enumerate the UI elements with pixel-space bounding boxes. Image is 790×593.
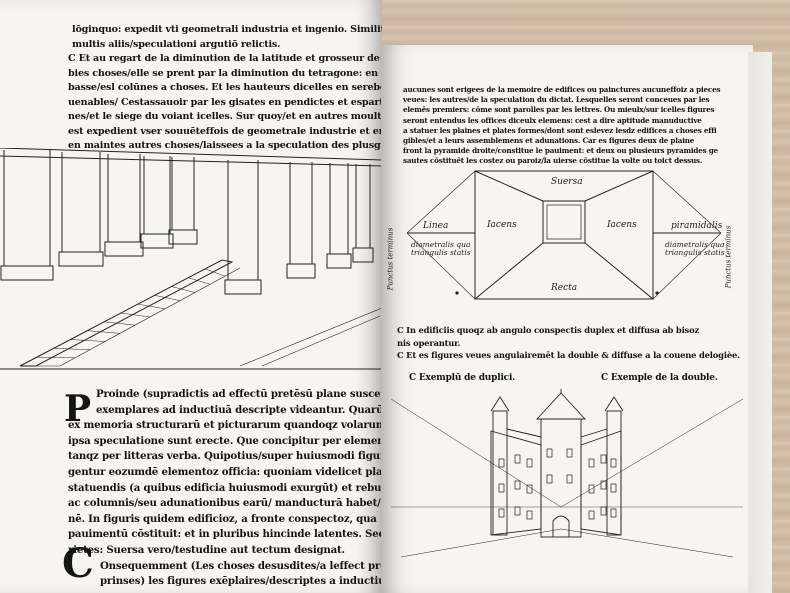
window bbox=[526, 458, 533, 468]
paving-line bbox=[53, 348, 91, 350]
label-iacens-left: Iacens bbox=[487, 220, 517, 230]
text-line: nes/et le siege du voiant icelles. Sur q… bbox=[68, 111, 382, 122]
label-punctus-right: Punctus terminus bbox=[724, 225, 733, 289]
text-line: C In edificiis quoqz ab angulo conspecti… bbox=[397, 325, 700, 335]
label-diametralis-left: diametralis qua triangulis statis bbox=[411, 240, 471, 257]
paving-line bbox=[171, 286, 196, 293]
text-line: prinses) les figures exēplaires/descript… bbox=[100, 575, 382, 588]
column bbox=[352, 164, 374, 263]
paving-line bbox=[104, 321, 136, 326]
castle-illustration bbox=[390, 389, 744, 558]
window bbox=[514, 454, 521, 464]
window bbox=[514, 506, 521, 516]
text-line: gentur eozumdē elementoz officia: quonia… bbox=[68, 466, 382, 478]
text-line: rietes: Suersa vero/testudine aut tectum… bbox=[68, 544, 345, 556]
column bbox=[0, 150, 54, 281]
text-line: C Et es figures veues angulairemēt la do… bbox=[397, 350, 740, 360]
caption-exemple: C Exemple de la double. bbox=[601, 373, 718, 383]
page-edges bbox=[748, 52, 772, 593]
text-line: en maintes autres choses/laissees a la s… bbox=[68, 140, 382, 151]
text-line: basse/esl colūnes a choses. Et les haute… bbox=[68, 82, 382, 93]
text-line: ac columnis/seu adunationibus earū/ mand… bbox=[68, 497, 382, 510]
text-line: lōginquo: expedit vti geometrali industr… bbox=[72, 24, 382, 35]
text-line: aucunes sont erigees de la memoire de ed… bbox=[403, 85, 721, 94]
text-line: ipsa speculatione sunt erecte. Que conci… bbox=[68, 434, 382, 447]
label-iacens-right: Iacens bbox=[607, 220, 637, 230]
text-line: bies choses/elle se prent par la diminut… bbox=[68, 67, 382, 79]
text-line: sautes cōstituēt les costez ou paroiz/la… bbox=[403, 156, 703, 166]
text-line: tanqz per litteras verba. Quipotius/supe… bbox=[68, 450, 382, 463]
text-line: est expedient vser souuēteffois de geome… bbox=[68, 125, 382, 137]
window bbox=[588, 458, 595, 468]
window bbox=[546, 448, 553, 458]
label-diametralis-right: diametralis qua triangulis statis bbox=[665, 240, 725, 257]
text-line: Proinde (supradictis ad effectū pretēsū … bbox=[96, 388, 382, 400]
caption-exemplum: C Exemplū de duplici. bbox=[409, 373, 516, 383]
label-suersa: Suersa bbox=[551, 177, 583, 187]
column bbox=[168, 157, 198, 245]
drop-cap-c: C bbox=[62, 540, 94, 587]
paving-line bbox=[188, 277, 211, 285]
window bbox=[566, 448, 573, 458]
text-line: gibles/et a leurs assemblemens et adunat… bbox=[403, 136, 695, 145]
window bbox=[588, 484, 595, 494]
paving-line bbox=[137, 303, 166, 310]
label-punctus-left: Punctus terminus bbox=[386, 227, 395, 291]
text-line: multis aliis/speculationi argutiō relict… bbox=[72, 38, 281, 50]
paving-line bbox=[120, 312, 151, 318]
pyramid-diagram bbox=[406, 170, 722, 300]
window bbox=[588, 510, 595, 520]
paving-line bbox=[205, 268, 226, 277]
label-piramidalis: piramidalis bbox=[671, 221, 723, 231]
right-page: aucunes sont erigees de la memoire de ed… bbox=[381, 45, 753, 593]
text-line: statuendis (a quibus edificia huiusmodi … bbox=[68, 481, 382, 494]
window bbox=[498, 508, 505, 518]
text-line: seront entendus les offices diceulx elem… bbox=[403, 115, 702, 125]
left-page: lōginquo: expedit vti geometrali industr… bbox=[0, 0, 382, 593]
column bbox=[326, 163, 352, 269]
window bbox=[600, 506, 607, 516]
paving-line bbox=[36, 356, 76, 359]
column bbox=[58, 152, 104, 267]
text-line: C Et au regart de la diminution de la la… bbox=[68, 53, 382, 64]
paving-line bbox=[87, 330, 121, 334]
text-line: front la pyramide droite/constitue le pa… bbox=[403, 146, 718, 156]
text-line: elemēs premiers: cōme sont parolles par … bbox=[403, 105, 715, 115]
paving-line bbox=[70, 339, 106, 342]
text-line: uenables/ Cestassauoir par les gisates e… bbox=[68, 96, 382, 108]
window bbox=[610, 508, 617, 518]
text-line: nis operantur. bbox=[397, 337, 461, 348]
drop-cap-p: P bbox=[64, 388, 91, 430]
text-line: ex memoria structurarū et picturarum qua… bbox=[68, 419, 382, 432]
window bbox=[526, 484, 533, 494]
text-line: veues: les autres/de la speculation du d… bbox=[403, 95, 710, 105]
window bbox=[610, 458, 617, 468]
colonnade-illustration bbox=[0, 148, 382, 370]
window bbox=[514, 480, 521, 490]
window bbox=[600, 480, 607, 490]
text-line: Onsequemment (Les choses desusdites/a le… bbox=[100, 559, 382, 572]
column bbox=[286, 162, 316, 279]
window bbox=[546, 474, 553, 484]
window bbox=[566, 474, 573, 484]
window bbox=[600, 454, 607, 464]
text-line: a statuer les plaines et plates formes/d… bbox=[403, 125, 717, 135]
window bbox=[498, 483, 505, 493]
window bbox=[526, 510, 533, 520]
column bbox=[104, 154, 144, 257]
text-line: exemplares ad inductiuā descripte videan… bbox=[96, 403, 382, 416]
column bbox=[224, 160, 262, 295]
column bbox=[140, 156, 174, 249]
label-recta: Recta bbox=[551, 283, 578, 293]
label-linea: Linea bbox=[423, 221, 449, 231]
paving-line bbox=[154, 295, 181, 301]
window bbox=[498, 458, 505, 468]
window bbox=[610, 483, 617, 493]
text-line: pauimentū cōstituit: et in pluribus hinc… bbox=[68, 528, 382, 541]
text-line: nē. In figuris quidem edificioz, a front… bbox=[68, 512, 377, 525]
